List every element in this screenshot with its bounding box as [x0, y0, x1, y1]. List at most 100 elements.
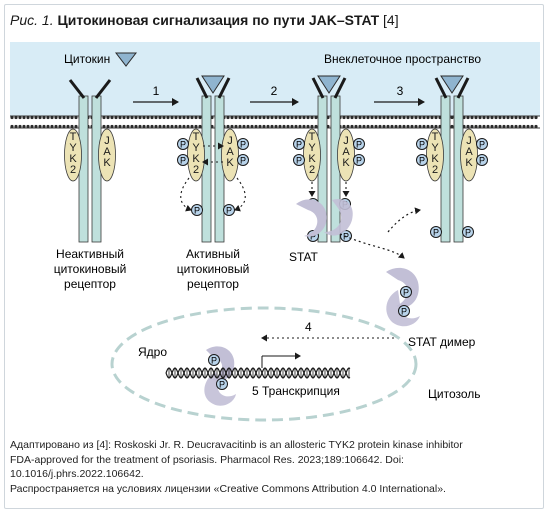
- lipid-head: [50, 115, 54, 120]
- svg-text:P: P: [403, 288, 409, 298]
- lipid-head: [482, 115, 486, 120]
- lipid-head: [274, 124, 278, 129]
- lipid-head: [350, 115, 354, 120]
- lipid-head: [14, 124, 18, 129]
- lipid-head: [66, 115, 70, 120]
- phospho-icon: P: [416, 154, 428, 166]
- figure-title: Рис. 1. Цитокиновая сигнализация по пути…: [10, 12, 399, 28]
- lipid-head: [494, 124, 498, 129]
- lipid-head: [170, 124, 174, 129]
- svg-text:P: P: [180, 156, 186, 166]
- lipid-head: [406, 115, 410, 120]
- lipid-head: [290, 115, 294, 120]
- svg-text:P: P: [356, 140, 362, 150]
- lipid-head: [154, 115, 158, 120]
- bound-cytokine-icon: [440, 75, 464, 94]
- lipid-head: [150, 124, 154, 129]
- cytokine-icon: [114, 52, 138, 67]
- lipid-head: [518, 115, 522, 120]
- lipid-head: [410, 115, 414, 120]
- lipid-head: [470, 124, 474, 129]
- lipid-head: [26, 115, 30, 120]
- lipid-head: [470, 115, 474, 120]
- lipid-head: [30, 115, 34, 120]
- active-caption-line3: рецептор: [187, 277, 239, 291]
- lipid-head: [314, 124, 318, 129]
- lipid-head: [166, 115, 170, 120]
- lipid-head: [398, 115, 402, 120]
- lipid-head: [270, 115, 274, 120]
- lipid-head: [506, 115, 510, 120]
- lipid-head: [370, 124, 374, 129]
- lipid-head: [478, 115, 482, 120]
- lipid-head: [262, 124, 266, 129]
- lipid-head: [22, 115, 26, 120]
- receptor-arm: [333, 77, 347, 99]
- lipid-head: [178, 115, 182, 120]
- lipid-head: [534, 115, 538, 120]
- lipid-head: [402, 115, 406, 120]
- lipid-head: [26, 124, 30, 129]
- lipid-head: [510, 124, 514, 129]
- lipid-head: [502, 124, 506, 129]
- lipid-head: [530, 124, 534, 129]
- lipid-head: [226, 124, 230, 129]
- figure-title-text: Цитокиновая сигнализация по пути JAK–STA…: [57, 12, 380, 28]
- lipid-head: [302, 124, 306, 129]
- lipid-head: [130, 124, 134, 129]
- lipid-head: [106, 115, 110, 120]
- lipid-head: [66, 124, 70, 129]
- lipid-head: [62, 124, 66, 129]
- lipid-head: [102, 124, 106, 129]
- lipid-head: [274, 115, 278, 120]
- lipid-head: [314, 115, 318, 120]
- lipid-head: [110, 115, 114, 120]
- lipid-head: [482, 124, 486, 129]
- lipid-head: [54, 115, 58, 120]
- lipid-head: [42, 115, 46, 120]
- lipid-head: [18, 124, 22, 129]
- lipid-head: [250, 115, 254, 120]
- lipid-head: [382, 115, 386, 120]
- lipid-head: [486, 124, 490, 129]
- lipid-head: [526, 124, 530, 129]
- lipid-head: [366, 124, 370, 129]
- phospho-icon: P: [398, 305, 410, 317]
- tyk2-kinase: [187, 128, 205, 182]
- phospho-icon: P: [191, 204, 203, 216]
- lipid-head: [174, 124, 178, 129]
- receptor-arm: [195, 77, 209, 99]
- lipid-head: [50, 124, 54, 129]
- lipid-head: [134, 115, 138, 120]
- lipid-head: [18, 115, 22, 120]
- lipid-head: [410, 124, 414, 129]
- svg-text:P: P: [296, 156, 302, 166]
- lipid-head: [74, 115, 78, 120]
- tyk2-kinase: [303, 128, 321, 182]
- tyk2-kinase: [426, 128, 444, 182]
- figure-caption: Адаптировано из [4]: Roskoski Jr. R. Deu…: [10, 438, 540, 496]
- lipid-head: [302, 115, 306, 120]
- lipid-head: [350, 124, 354, 129]
- lipid-head: [154, 124, 158, 129]
- svg-text:P: P: [479, 156, 485, 166]
- lipid-head: [146, 115, 150, 120]
- svg-text:P: P: [240, 140, 246, 150]
- lipid-head: [294, 115, 298, 120]
- lipid-head: [122, 124, 126, 129]
- svg-text:P: P: [401, 307, 407, 317]
- lipid-head: [186, 115, 190, 120]
- lipid-head: [294, 124, 298, 129]
- bound-cytokine-icon: [317, 75, 341, 94]
- lipid-head: [418, 115, 422, 120]
- step2-label: 2: [271, 84, 278, 98]
- svg-text:P: P: [310, 232, 316, 242]
- lipid-head: [362, 124, 366, 129]
- nuclear-stat-phospho: PP: [208, 354, 228, 390]
- active-caption-line2: цитокиновый: [177, 262, 250, 276]
- lipid-head: [70, 124, 74, 129]
